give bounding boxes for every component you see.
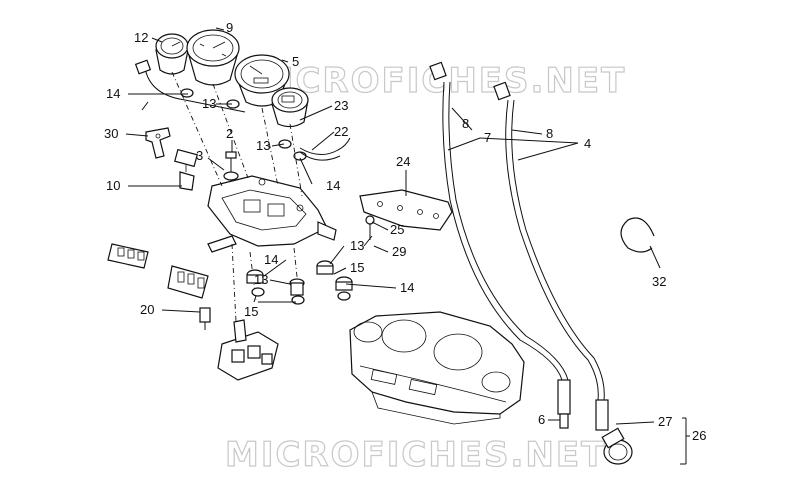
washer-13b — [278, 139, 292, 149]
main-bracket — [207, 175, 337, 253]
callout-23: 23 — [334, 98, 348, 113]
callout-7: 7 — [484, 130, 491, 145]
indicator-plate-b — [167, 265, 209, 299]
callout-8-right: 8 — [546, 126, 553, 141]
gauge-23 — [271, 87, 309, 128]
callout-13-top: 13 — [202, 96, 216, 111]
callout-27: 27 — [658, 414, 672, 429]
callout-25: 25 — [390, 222, 404, 237]
callout-14-low: 14 — [264, 252, 278, 267]
callout-15-low: 15 — [244, 304, 258, 319]
rubber-mounts — [246, 260, 353, 305]
bracket-30 — [145, 127, 171, 159]
callout-6: 6 — [538, 412, 545, 427]
callout-10: 10 — [106, 178, 120, 193]
callout-24: 24 — [396, 154, 410, 169]
callout-13-mid: 13 — [256, 138, 270, 153]
callout-30: 30 — [104, 126, 118, 141]
dashboard-housing — [349, 311, 525, 425]
callout-12: 12 — [134, 30, 148, 45]
sensor-10 — [174, 148, 198, 191]
callout-32: 32 — [652, 274, 666, 289]
callout-4: 4 — [584, 136, 591, 151]
wire-22 — [299, 137, 351, 161]
callout-5: 5 — [292, 54, 299, 69]
watermark-bottom: MICROFICHES.NET — [225, 435, 606, 475]
callout-13-right: 13 — [350, 238, 364, 253]
screw-2 — [225, 151, 237, 172]
plate-24 — [359, 189, 453, 231]
callout-3: 3 — [196, 148, 203, 163]
callout-22: 22 — [334, 124, 348, 139]
gauge-9 — [186, 29, 240, 86]
callout-29: 29 — [392, 244, 406, 259]
callout-14-top: 14 — [106, 86, 120, 101]
callout-20: 20 — [140, 302, 154, 317]
bulb-20 — [199, 307, 211, 330]
callout-labels: 12 9 5 14 13 23 30 2 13 22 3 14 10 8 7 8… — [104, 20, 706, 443]
cable-7 — [429, 61, 571, 429]
circlip-32 — [620, 217, 655, 253]
callout-14-mid: 14 — [326, 178, 340, 193]
leader-lines — [125, 27, 690, 465]
screw-25 — [365, 215, 375, 240]
bulb-holder — [217, 319, 279, 381]
washer-14a — [180, 88, 194, 98]
callout-9: 9 — [226, 20, 233, 35]
callout-15-right: 15 — [350, 260, 364, 275]
bolt-3 — [223, 171, 239, 181]
drive-27 — [601, 427, 633, 465]
callout-14-bottom: 14 — [400, 280, 414, 295]
callout-2: 2 — [226, 126, 233, 141]
wire-harness — [134, 59, 246, 113]
gauge-5 — [234, 54, 290, 107]
callout-8-left: 8 — [462, 116, 469, 131]
callout-13-low: 13 — [254, 272, 268, 287]
cable-4 — [493, 81, 609, 431]
indicator-plate-a — [107, 243, 149, 269]
callout-26: 26 — [692, 428, 706, 443]
gauge-12 — [155, 33, 189, 75]
